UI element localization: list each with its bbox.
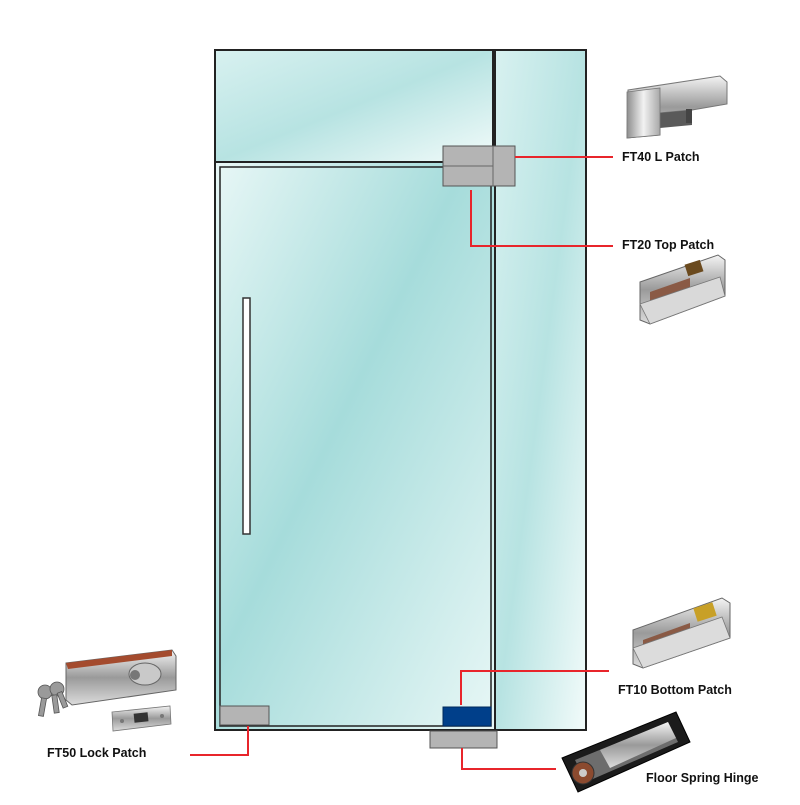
door-inner-outline xyxy=(219,166,492,727)
leader-line-ft10 xyxy=(460,670,609,705)
ft10-bottom-patch-image xyxy=(632,597,731,669)
ft50-lock-patch-image xyxy=(37,649,177,732)
leader-line-ft20 xyxy=(470,190,613,247)
ft50-lock-patch-fitting xyxy=(219,705,270,726)
label-ft10-bottom-patch: FT10 Bottom Patch xyxy=(618,683,732,697)
leader-line-ft50 xyxy=(190,726,249,756)
transom-glass-panel xyxy=(214,49,494,163)
label-ft20-top-patch: FT20 Top Patch xyxy=(622,238,715,252)
ft20-top-patch-image xyxy=(639,254,726,325)
ft40-l-patch-image xyxy=(626,75,728,139)
floor-spring-hinge-fitting xyxy=(429,730,498,749)
fittings xyxy=(219,145,516,749)
leader-lines xyxy=(190,156,613,770)
door-pull-handle xyxy=(242,297,251,535)
label-floor-spring-hinge: Floor Spring Hinge xyxy=(646,771,759,785)
label-ft50-lock-patch: FT50 Lock Patch xyxy=(47,746,147,760)
label-ft40-l-patch: FT40 L Patch xyxy=(622,150,700,164)
door-glass-panel xyxy=(214,161,496,731)
leader-line-floor-spring xyxy=(461,748,556,770)
ft10-bottom-patch-fitting xyxy=(442,706,492,727)
keys xyxy=(37,681,69,717)
floor-spring-hinge-image xyxy=(561,711,691,793)
glass-assembly xyxy=(214,49,587,731)
